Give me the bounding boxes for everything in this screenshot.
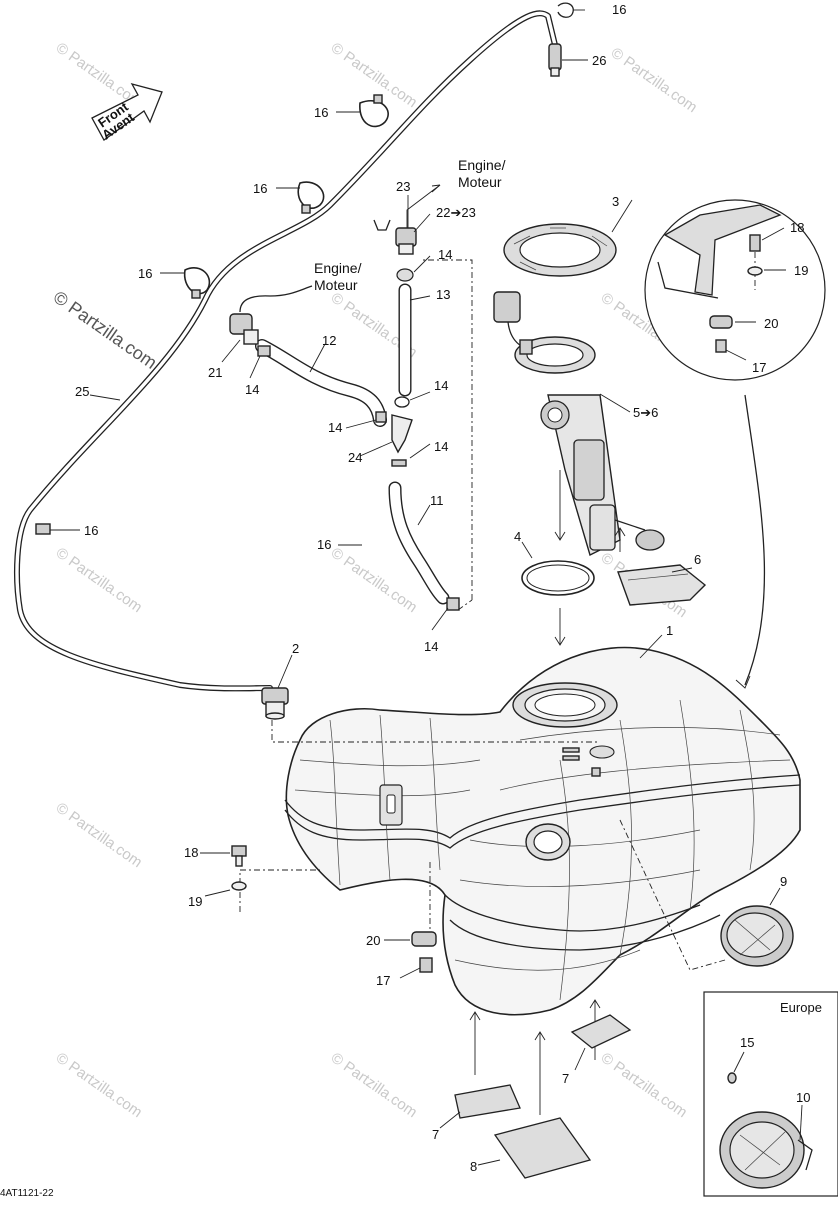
callout-16: 16 — [314, 105, 328, 120]
callout-16: 16 — [612, 2, 626, 17]
clamp-16-a — [359, 94, 389, 128]
watermark: © Partzilla.com — [53, 799, 146, 871]
callout-labels: 16 26 16 16 16 23 22➔23 3 18 14 19 13 20… — [75, 2, 810, 1174]
callout-7: 7 — [432, 1127, 439, 1142]
callout-19: 19 — [794, 263, 808, 278]
fuel-hose-12 — [255, 339, 387, 427]
front-arrow: Front Avent — [91, 82, 163, 142]
callout-25: 25 — [75, 384, 89, 399]
callout-20: 20 — [366, 933, 380, 948]
callout-14: 14 — [438, 247, 452, 262]
callout-11: 11 — [430, 493, 444, 508]
watermark: © Partzilla.com — [53, 1049, 146, 1121]
callout-2: 2 — [292, 641, 299, 656]
callout-16: 16 — [138, 266, 152, 281]
engine-label-left-fr: Moteur — [314, 277, 358, 293]
alignment-lines — [239, 259, 726, 971]
callout-10: 10 — [796, 1090, 810, 1105]
engine-arrow-top — [406, 184, 441, 228]
callout-20: 20 — [764, 316, 778, 331]
lock-ring-3 — [503, 223, 617, 277]
watermark-large: © Partzilla.com — [50, 287, 161, 373]
pad-8 — [493, 1117, 592, 1179]
connector-22 — [395, 227, 417, 255]
clamp-16-c — [183, 267, 211, 299]
callout-13: 13 — [436, 287, 450, 302]
clip-23 — [373, 219, 391, 231]
europe-inset-box: Europe — [703, 991, 838, 1197]
tee-fitting-24 — [391, 414, 413, 454]
callout-14: 14 — [434, 439, 448, 454]
rollover-valve-2 — [261, 687, 289, 720]
leader-lines — [50, 9, 803, 1166]
europe-title: Europe — [780, 1000, 822, 1015]
callout-16: 16 — [84, 523, 98, 538]
callout-14: 14 — [245, 382, 259, 397]
callout-26: 26 — [592, 53, 606, 68]
callout-3: 3 — [612, 194, 619, 209]
callout-12: 12 — [322, 333, 336, 348]
pad-7-right — [570, 1014, 632, 1049]
watermark: © Partzilla.com — [328, 1049, 421, 1121]
engine-line-left — [239, 285, 313, 313]
bumper-20-bottom — [411, 931, 437, 947]
callout-14: 14 — [328, 420, 342, 435]
callout-16: 16 — [317, 537, 331, 552]
pad-7-left — [454, 1084, 521, 1119]
callout-22-23: 22➔23 — [436, 205, 476, 220]
clamp-16-b — [297, 181, 325, 214]
vent-hose-25 — [14, 10, 558, 692]
callout-14: 14 — [434, 378, 448, 393]
fuel-cap-9 — [720, 905, 794, 967]
callout-19: 19 — [188, 894, 202, 909]
callout-8: 8 — [470, 1159, 477, 1174]
callout-14: 14 — [424, 639, 438, 654]
callout-15: 15 — [740, 1035, 754, 1050]
watermark: © Partzilla.com — [328, 544, 421, 616]
watermark: © Partzilla.com — [608, 44, 701, 116]
callout-18: 18 — [184, 845, 198, 860]
clamp-16-top — [557, 2, 574, 18]
callout-6: 6 — [694, 552, 701, 567]
callout-16: 16 — [253, 181, 267, 196]
callout-5-6: 5➔6 — [633, 405, 658, 420]
fuel-pump-5 — [493, 291, 665, 557]
fuel-hose-11 — [388, 481, 450, 605]
bolt-18-bottom — [231, 845, 247, 867]
callout-17: 17 — [376, 973, 390, 988]
quick-connect-21 — [229, 313, 259, 345]
engine-label-top-fr: Moteur — [458, 174, 502, 190]
callout-18: 18 — [790, 220, 804, 235]
clamp-14-set — [257, 268, 460, 611]
o-ring-4 — [521, 560, 595, 596]
engine-label-top: Engine/ — [458, 157, 506, 173]
engine-label-left: Engine/ — [314, 260, 362, 276]
callout-24: 24 — [348, 450, 362, 465]
callout-1: 1 — [666, 623, 673, 638]
callout-7: 7 — [562, 1071, 569, 1086]
nut-17-bottom — [419, 957, 433, 973]
filter-6 — [617, 564, 707, 606]
inset-detail-circle — [644, 199, 826, 381]
callout-17: 17 — [752, 360, 766, 375]
callout-21: 21 — [208, 365, 222, 380]
callout-23: 23 — [396, 179, 410, 194]
valve-26 — [548, 43, 562, 77]
callout-4: 4 — [514, 529, 521, 544]
fuel-tank-1 — [284, 646, 801, 1016]
clamp-16-d — [35, 523, 51, 535]
watermark: © Partzilla.com — [598, 1049, 691, 1121]
catalog-code: 4AT1121-22 — [0, 1188, 54, 1199]
washer-19-bottom — [231, 881, 247, 891]
watermark: © Partzilla.com — [53, 544, 146, 616]
engine-labels: Engine/ Moteur Engine/ Moteur — [314, 157, 506, 293]
callout-9: 9 — [780, 874, 787, 889]
